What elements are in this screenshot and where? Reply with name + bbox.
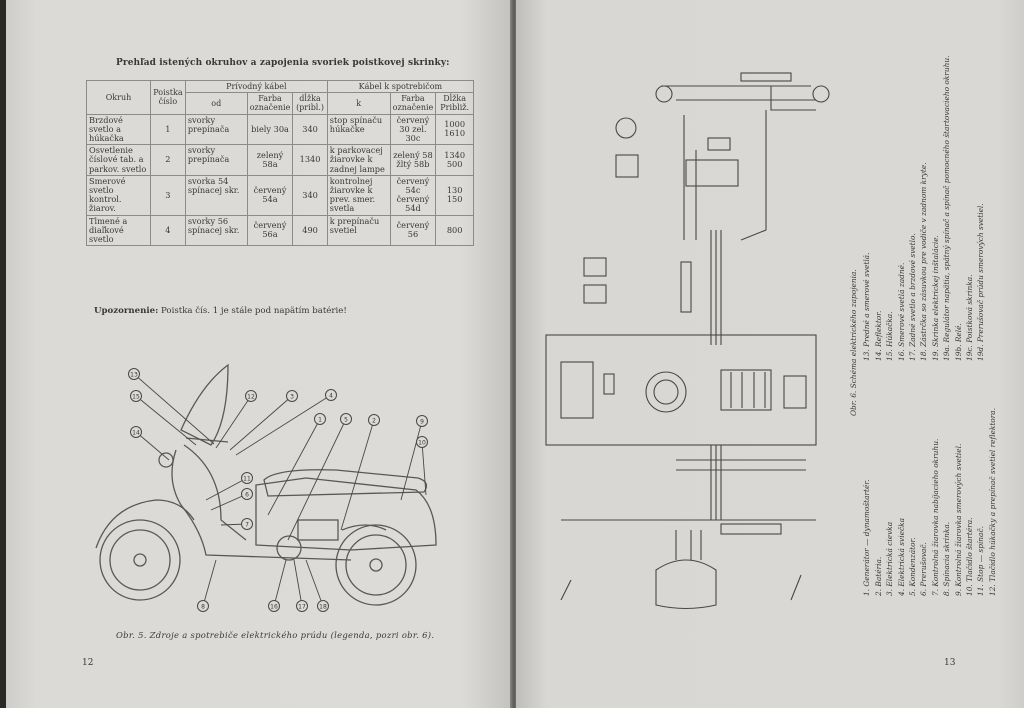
- callout-marker: 2: [368, 414, 380, 426]
- note-text: Poistka čís. 1 je stále pod napätím baté…: [158, 306, 347, 316]
- th-farba2: Farba označenie: [389, 92, 437, 115]
- front-wheel: [99, 519, 181, 601]
- svg-text:2: 2: [372, 418, 376, 425]
- cell-dlzka: 340: [292, 113, 328, 146]
- th-okruh: Okruh: [86, 80, 151, 115]
- callout-marker: 15: [130, 390, 142, 402]
- right-page: 13: [516, 0, 1024, 708]
- svg-text:10: 10: [418, 440, 426, 447]
- svg-text:15: 15: [132, 394, 140, 401]
- note-label: Upozornenie:: [94, 306, 159, 316]
- fuse-circuit-table: Okruh Poistka číslo Prívodný kábel Kábel…: [86, 79, 475, 247]
- cell-od: svorky prepínača: [184, 144, 248, 176]
- callout-marker: 4: [325, 389, 337, 401]
- callout-marker: 7: [241, 518, 253, 530]
- svg-text:7: 7: [245, 522, 249, 529]
- page-number-left: 12: [82, 658, 94, 668]
- table-row: Brzdové svetlo a húkačka 1 svorky prepín…: [86, 113, 474, 146]
- cell-od: svorky 56 spínacej skr.: [184, 214, 248, 247]
- svg-text:16: 16: [270, 604, 278, 611]
- callout-marker: 14: [130, 426, 142, 438]
- cell-farba2: červený 56: [389, 214, 437, 247]
- cell-okruh: Smerové svetlo kontrol. žiarov.: [86, 174, 151, 216]
- warning-note: Upozornenie: Poistka čís. 1 je stále pod…: [94, 306, 347, 316]
- callout-marker: 18: [317, 600, 329, 612]
- th-poistka: Poistka číslo: [149, 80, 186, 115]
- svg-text:8: 8: [201, 604, 205, 611]
- callout-marker: 13: [128, 368, 140, 380]
- th-dlzka2: Dĺžka Približ.: [435, 92, 474, 115]
- svg-text:1: 1: [318, 417, 322, 424]
- svg-text:11: 11: [243, 476, 251, 483]
- figure-5-caption: Obr. 5. Zdroje a spotrebiče elektrického…: [116, 630, 435, 640]
- table-row: Smerové svetlo kontrol. žiarov. 3 svorka…: [86, 174, 474, 216]
- cell-okruh: Tlmené a diaľkové svetlo: [86, 214, 151, 247]
- callout-marker: 8: [197, 600, 209, 612]
- cell-poistka: 4: [149, 214, 186, 247]
- cell-dlzka: 1340: [292, 144, 328, 176]
- th-od: od: [184, 92, 248, 115]
- svg-text:13: 13: [130, 372, 138, 379]
- cell-k: kontrolnej žiarovke k prev. smer. svetla: [326, 174, 391, 216]
- svg-text:3: 3: [290, 394, 294, 401]
- svg-text:5: 5: [344, 417, 348, 424]
- scooter-illustration: [95, 363, 437, 607]
- callout-marker: 6: [241, 488, 253, 500]
- cell-farba2: červený 30 zel. 30c: [389, 113, 437, 146]
- cell-okruh: Osvetlenie číslové tab. a parkov. svetlo: [86, 144, 151, 176]
- svg-text:18: 18: [319, 604, 327, 611]
- cell-dlzka2: 1000 1610: [435, 113, 474, 146]
- th-farba: Farba označenie: [246, 92, 294, 115]
- svg-text:6: 6: [245, 492, 249, 499]
- cell-dlzka: 490: [292, 214, 328, 247]
- callout-marker: 5: [340, 413, 352, 425]
- callout-marker: 3: [286, 390, 298, 402]
- cell-farba2: zelený 58 žltý 58b: [389, 144, 437, 176]
- cell-od: svorky prepínača: [184, 113, 248, 146]
- svg-text:12: 12: [247, 394, 255, 401]
- book-spine: [510, 0, 518, 708]
- svg-text:17: 17: [298, 604, 306, 611]
- cell-farba: červený 54a: [246, 174, 294, 216]
- table-title: Prehľad istených okruhov a zapojenia svo…: [116, 58, 450, 68]
- cell-farba: biely 30a: [246, 113, 294, 146]
- table-row: Osvetlenie číslové tab. a parkov. svetlo…: [86, 144, 474, 176]
- callout-marker: 17: [296, 600, 308, 612]
- cell-dlzka: 340: [292, 174, 328, 216]
- rear-wheel: [335, 524, 417, 606]
- cell-farba2: červený 54c červený 54d: [389, 174, 437, 216]
- callout-marker: 9: [416, 415, 428, 427]
- svg-text:14: 14: [132, 430, 140, 437]
- cell-od: svorka 54 spínacej skr.: [184, 174, 248, 216]
- svg-text:4: 4: [329, 393, 333, 400]
- left-page: Prehľad istených okruhov a zapojenia svo…: [6, 0, 512, 708]
- callout-marker: 1: [314, 413, 326, 425]
- page-number-right: 13: [944, 658, 956, 668]
- callout-marker: 11: [241, 472, 253, 484]
- callout-marker: 16: [268, 600, 280, 612]
- cell-dlzka2: 130 150: [435, 174, 474, 216]
- cell-k: k prepínaču svetiel: [326, 214, 391, 247]
- cell-k: k parkovacej žiarovke k zadnej lampe: [326, 144, 391, 176]
- callout-marker: 12: [245, 390, 257, 402]
- wiring-diagram: [545, 72, 830, 610]
- table-row: Tlmené a diaľkové svetlo 4 svorky 56 spí…: [86, 214, 474, 247]
- cell-dlzka2: 800: [435, 214, 474, 247]
- th-dlzka: dĺžka (pribl.): [292, 92, 328, 115]
- cell-k: stop spínaču húkačke: [326, 113, 391, 146]
- callout-marker: 10: [416, 436, 428, 448]
- th-k: k: [326, 92, 391, 115]
- svg-text:9: 9: [420, 419, 424, 426]
- cell-dlzka2: 1340 500: [435, 144, 474, 176]
- cell-okruh: Brzdové svetlo a húkačka: [86, 113, 151, 146]
